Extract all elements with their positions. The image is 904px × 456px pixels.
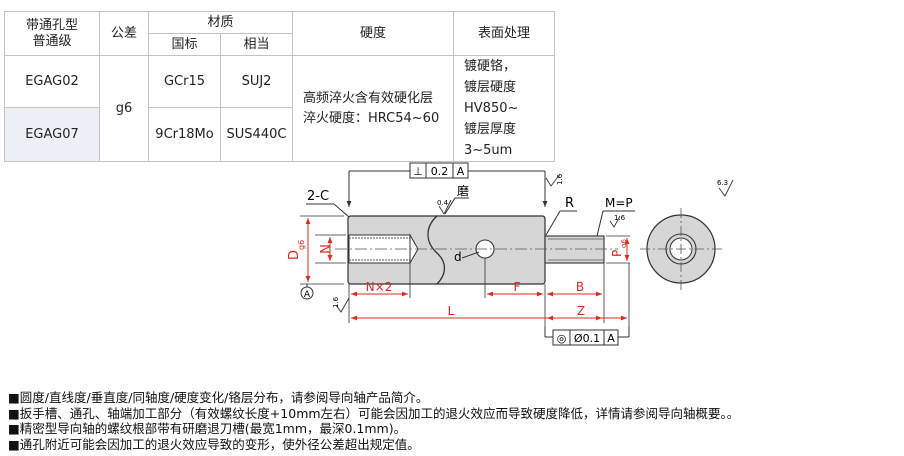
note-item: ■精密型导向轴的螺纹根部带有研磨退刀槽(最宽1mm，最深0.1mm)。: [8, 421, 407, 436]
l-label: L: [448, 304, 455, 318]
n-label: N: [319, 244, 334, 254]
shaft-drawing: ⊥ 0.2 A D g6 N: [287, 162, 734, 346]
row-material-equiv-cell: SUS440C: [220, 107, 293, 162]
d-main-label: D: [287, 250, 302, 260]
note-item: ■扳手槽、通孔、轴端加工部分（有效螺纹长度+10mm左右）可能会因加工的退火效应…: [8, 405, 740, 421]
f-label: F: [514, 280, 521, 294]
perpendicularity-symbol: ⊥: [413, 165, 423, 178]
header-hardness: 硬度: [292, 11, 454, 56]
row-type-cell: EGAG07: [4, 107, 100, 162]
roughness-symbol: 1.6: [545, 173, 564, 187]
notes-list: ■圆度/直线度/垂直度/同轴度/硬度变化/铬层分布，请参阅导向轴产品简介。 ■扳…: [8, 390, 739, 452]
header-material: 材质: [148, 11, 293, 34]
surface-cell: 镀硬铬， 镀层硬度HV850~ 镀层厚度3~5um: [453, 55, 555, 162]
perpendicularity-frame: ⊥ 0.2 A: [346, 162, 548, 207]
datum-a-marker: A: [300, 284, 314, 300]
grind-label: 磨: [457, 184, 469, 198]
spec-table: 带通孔型 普通级 公差 材质 硬度 表面处理 国标 相当 EGAG02 g6 G…: [4, 11, 555, 162]
concentricity-datum: A: [607, 332, 615, 345]
roughness-symbol: 1.6: [609, 214, 626, 228]
p-sub: g6: [620, 239, 628, 248]
svg-text:0.4: 0.4: [437, 199, 449, 207]
row-material-cn-cell: GCr15: [148, 54, 221, 109]
roughness-symbol: 1.6: [332, 296, 350, 313]
header-tolerance: 公差: [99, 11, 149, 56]
row-material-equiv-cell: SUJ2: [220, 54, 293, 109]
svg-text:1.6: 1.6: [556, 173, 564, 185]
row-type-cell: EGAG02: [4, 54, 100, 109]
r-label: R: [565, 196, 574, 211]
tolerance-cell: g6: [99, 55, 149, 162]
header-surface: 表面处理: [453, 11, 555, 56]
concentricity-value: Ø0.1: [574, 332, 600, 345]
perpendicularity-datum: A: [457, 165, 465, 178]
d-main-sub: g6: [297, 240, 306, 250]
hardness-cell: 高频淬火含有效硬化层 淬火硬度：HRC54~60: [292, 55, 454, 162]
header-material-cn: 国标: [148, 33, 221, 56]
chamfer-label: 2-C: [307, 189, 329, 204]
shaft-body: [335, 215, 618, 285]
datum-a-label: A: [304, 290, 311, 300]
header-material-equiv: 相当: [220, 33, 293, 56]
d-hole-label: d: [454, 250, 462, 264]
p-label: P: [610, 250, 624, 257]
header-type: 带通孔型 普通级: [4, 11, 100, 56]
perpendicularity-value: 0.2: [431, 165, 449, 178]
m-label: M=P: [605, 196, 633, 210]
row-material-cn-cell: 9Cr18Mo: [148, 107, 221, 162]
roughness-symbol: 0.4: [437, 199, 452, 215]
svg-text:1.6: 1.6: [332, 296, 340, 308]
b-label: B: [576, 280, 584, 294]
concentricity-frame: ◎ Ø0.1 A: [544, 327, 630, 346]
svg-text:1.6: 1.6: [614, 214, 626, 222]
concentricity-symbol: ◎: [557, 332, 567, 345]
n2-label: N×2: [366, 280, 393, 294]
end-view: [640, 208, 722, 290]
note-item: ■圆度/直线度/垂直度/同轴度/硬度变化/铬层分布，请参阅导向轴产品简介。: [8, 390, 429, 405]
svg-text:6.3: 6.3: [717, 179, 728, 187]
roughness-symbol: 6.3: [717, 179, 734, 197]
note-item: ■通孔附近可能会因加工的退火效应导致的变形，使外径公差超出规定值。: [8, 436, 420, 452]
z-label: Z: [577, 304, 585, 318]
